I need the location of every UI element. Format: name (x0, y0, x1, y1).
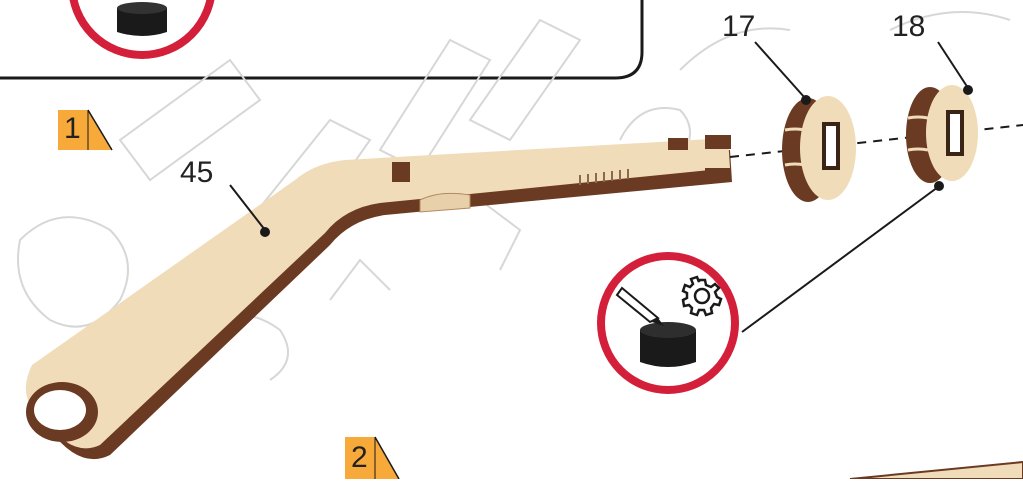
disc-part-18 (906, 85, 978, 183)
part-label-17: 17 (722, 12, 755, 42)
glue-icon-top (72, 0, 212, 55)
disc-part-17 (782, 96, 856, 202)
glue-and-gear-icon (601, 256, 735, 390)
next-part-edge (850, 462, 1023, 479)
axis-dashed-line (730, 125, 1023, 157)
step-1-number: 1 (64, 114, 81, 144)
part-label-18: 18 (892, 12, 925, 42)
part-label-45: 45 (180, 158, 213, 188)
step-2-number: 2 (351, 443, 368, 473)
